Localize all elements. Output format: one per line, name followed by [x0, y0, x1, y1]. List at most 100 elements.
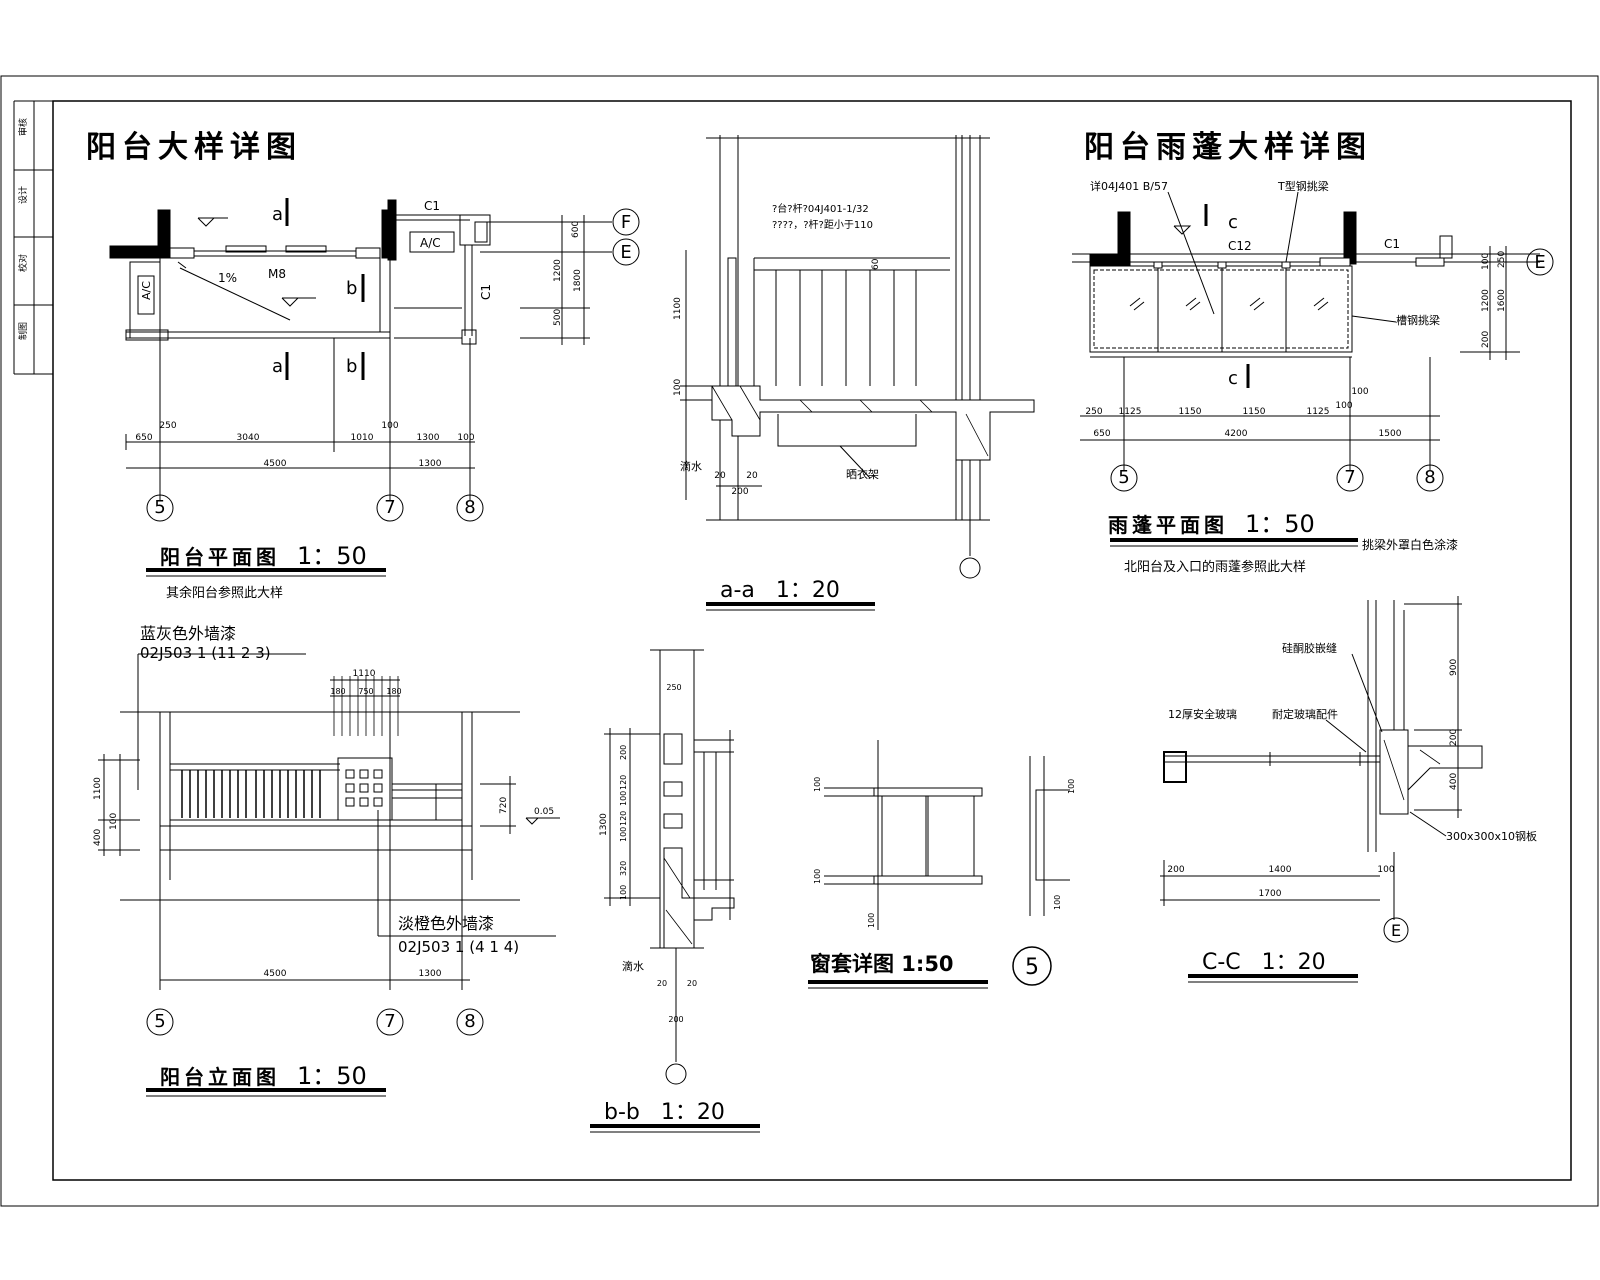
- elev-axis-5: 5: [154, 1011, 165, 1032]
- plan-slope: 1%: [218, 271, 237, 285]
- plan-dim-1300: 1300: [417, 433, 440, 443]
- elev-dim-180b: 180: [386, 687, 401, 696]
- canopy-dim-1500: 1500: [1379, 429, 1402, 439]
- elev-dim-400: 400: [93, 829, 103, 846]
- canopy-axis-7: 7: [1344, 467, 1355, 488]
- canopy-ref: 详04J401 B/57: [1090, 179, 1168, 193]
- aa-dim-20a: 20: [714, 471, 726, 481]
- plan-axis-5: 5: [154, 497, 165, 518]
- canopy-dim-1600: 1600: [1497, 289, 1507, 312]
- aa-drip: 滴水: [680, 459, 702, 473]
- win-dim-100e: 100: [1053, 895, 1062, 910]
- cc-dim-bottom-200: 200: [1167, 865, 1184, 875]
- elev-paint-1: 蓝灰色外墙漆: [140, 624, 237, 643]
- title-block-row-2: 设计: [17, 186, 29, 204]
- bb-dim-20a: 20: [657, 979, 667, 988]
- plan-dim-500: 500: [553, 309, 563, 326]
- balcony-plan-note: 其余阳台参照此大样: [166, 586, 284, 601]
- elev-dim-180a: 180: [330, 687, 345, 696]
- canopy-dim-1200: 1200: [1481, 289, 1491, 312]
- canopy-dim-250: 250: [1085, 407, 1102, 417]
- elev-dim-4500: 4500: [264, 969, 287, 979]
- section-cc-title-text: C-C: [1202, 950, 1241, 975]
- title-block: [13, 100, 53, 375]
- elev-dim-720: 720: [499, 797, 509, 814]
- balcony-elev-scale: 1：50: [296, 1062, 367, 1090]
- elev-level: 0.05: [534, 807, 554, 817]
- bb-dim-120b: 120: [619, 811, 628, 826]
- title-block-row-4: 制图: [17, 322, 29, 340]
- plan-dim-100: 100: [457, 433, 474, 443]
- section-cc-scale: 1：20: [1261, 950, 1326, 975]
- window-detail-title: 窗套详图 1:50: [810, 952, 954, 976]
- canopy-section-c-top: c: [1228, 212, 1238, 233]
- cc-plate: 300x300x10钢板: [1446, 829, 1537, 843]
- cc-fitting: 耐定玻璃配件: [1272, 707, 1338, 721]
- canopy-axis-E: E: [1534, 252, 1545, 273]
- canopy-dim-100: 100: [1481, 253, 1491, 270]
- bb-dim-100c: 100: [619, 885, 628, 900]
- canopy-plan-scale: 1：50: [1244, 510, 1315, 538]
- plan-dim-1800: 1800: [573, 269, 583, 292]
- section-cc-title: C-C 1：20: [1202, 944, 1326, 976]
- plan-axis-F: F: [621, 212, 631, 233]
- canopy-plan-note-1: 挑梁外罩白色涂漆: [1362, 538, 1459, 552]
- elev-dim-1110: 1110: [353, 669, 376, 679]
- canopy-section-c-bottom: c: [1228, 368, 1238, 389]
- plan-section-a-top: a: [272, 204, 283, 225]
- section-bb: [590, 649, 760, 1133]
- canopy-plan-title-text: 雨蓬平面图: [1108, 513, 1228, 537]
- balcony-plan: [109, 198, 640, 577]
- balcony-elev-title-text: 阳台立面图: [160, 1065, 280, 1089]
- bb-dim-200: 200: [619, 745, 628, 760]
- plan-axis-7: 7: [384, 497, 395, 518]
- section-aa: [680, 135, 1035, 611]
- section-aa-title-text: a-a: [720, 578, 755, 603]
- win-dim-100a: 100: [813, 777, 822, 792]
- outer-frame: [0, 75, 1599, 1207]
- elev-paint-2: 淡橙色外墙漆: [398, 914, 495, 933]
- main-title-left: 阳台大样详图: [86, 130, 302, 165]
- aa-dim-60: 60: [871, 258, 881, 270]
- balcony-plan-scale: 1：50: [296, 542, 367, 570]
- canopy-c1: C1: [1384, 237, 1400, 251]
- plan-section-b-top: b: [346, 278, 357, 299]
- win-dim-100d: 100: [1067, 779, 1076, 794]
- canopy-dim-1150a: 1150: [1179, 407, 1202, 417]
- section-bb-title: b-b 1：20: [604, 1094, 725, 1126]
- canopy-dim-1125a: 1125: [1119, 407, 1142, 417]
- elev-dim-1300: 1300: [419, 969, 442, 979]
- canopy-dim-1150b: 1150: [1243, 407, 1266, 417]
- elev-axis-7: 7: [384, 1011, 395, 1032]
- elev-dim-750: 750: [358, 687, 373, 696]
- inner-frame: [52, 100, 1572, 1181]
- aa-dim-200: 200: [731, 487, 748, 497]
- elev-dim-100: 100: [109, 813, 119, 830]
- cc-dim-400: 400: [1449, 773, 1459, 790]
- plan-dim-total-1300: 1300: [419, 459, 442, 469]
- title-block-row-1: 审核: [17, 118, 29, 136]
- cc-glass: 12厚安全玻璃: [1168, 707, 1237, 721]
- plan-ac-left: A/C: [140, 281, 153, 300]
- balcony-elev-title: 阳台立面图 1：50: [160, 1056, 367, 1091]
- plan-dim-600: 600: [571, 221, 581, 238]
- canopy-dim-250: 250: [1497, 251, 1507, 268]
- canopy-dim-4200: 4200: [1225, 429, 1248, 439]
- bb-dim-250: 250: [666, 683, 681, 692]
- svg-labels: 5 7 8 F E a a b b C1 A/C A/C M8 1% C1 65…: [17, 118, 1546, 1032]
- balcony-elevation: [98, 653, 560, 1097]
- aa-dim-20b: 20: [746, 471, 758, 481]
- aa-dim-100: 100: [673, 379, 683, 396]
- balcony-plan-title: 阳台平面图 1：50: [160, 536, 367, 571]
- cc-seal: 硅酮胶嵌缝: [1282, 641, 1337, 655]
- aa-rack: 晒衣架: [846, 467, 879, 481]
- bb-dim-100b: 100: [619, 827, 628, 842]
- bb-dim-320: 320: [619, 861, 628, 876]
- plan-window-c1-side: C1: [479, 284, 493, 300]
- canopy-c-beam: 槽钢挑梁: [1396, 313, 1440, 327]
- bb-drip: 滴水: [622, 959, 644, 973]
- section-aa-scale: 1：20: [775, 578, 840, 603]
- canopy-plan-note-2: 北阳台及入口的雨蓬参照此大样: [1124, 560, 1307, 575]
